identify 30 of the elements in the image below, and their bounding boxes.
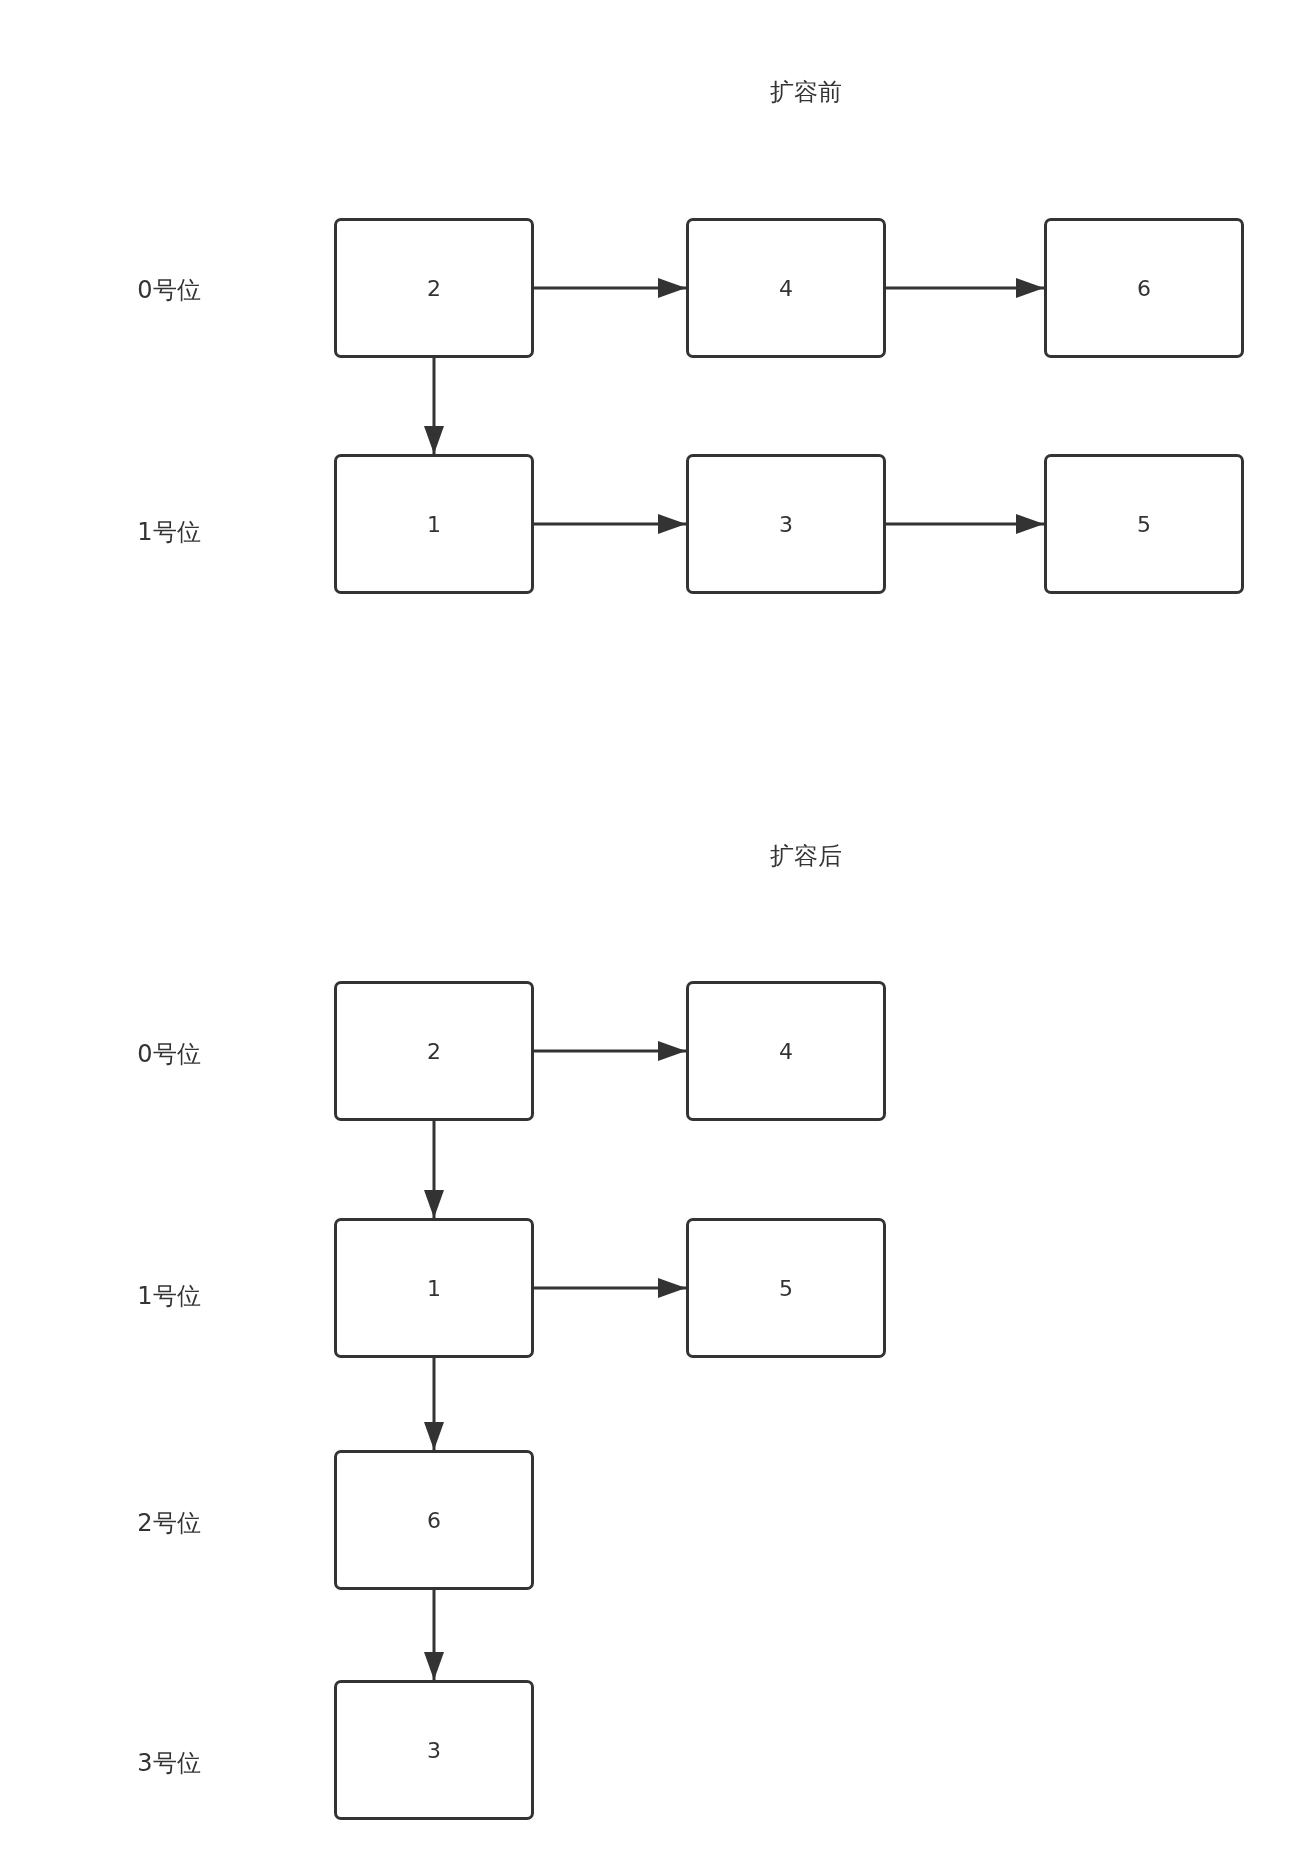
process-box: 3	[686, 454, 886, 594]
process-box: 5	[686, 1218, 886, 1358]
arrow	[424, 1121, 444, 1218]
arrow	[534, 1041, 686, 1061]
arrow	[424, 1358, 444, 1450]
arrow	[534, 278, 686, 298]
row-label: 1号位	[137, 1281, 201, 1312]
process-box: 2	[334, 981, 534, 1121]
row-label: 3号位	[137, 1748, 201, 1779]
arrow	[424, 1590, 444, 1680]
row-label: 0号位	[137, 275, 201, 306]
row-label: 0号位	[137, 1039, 201, 1070]
row-label: 2号位	[137, 1508, 201, 1539]
arrow	[534, 514, 686, 534]
row-label: 1号位	[137, 517, 201, 548]
arrow	[886, 514, 1044, 534]
process-box: 4	[686, 218, 886, 358]
arrow	[886, 278, 1044, 298]
process-box: 6	[1044, 218, 1244, 358]
process-box: 2	[334, 218, 534, 358]
heading: 扩容后	[770, 841, 842, 872]
process-box: 1	[334, 1218, 534, 1358]
process-box: 5	[1044, 454, 1244, 594]
process-box: 3	[334, 1680, 534, 1820]
process-box: 6	[334, 1450, 534, 1590]
process-box: 1	[334, 454, 534, 594]
heading: 扩容前	[770, 77, 842, 108]
arrow	[534, 1278, 686, 1298]
process-box: 4	[686, 981, 886, 1121]
arrow	[424, 358, 444, 454]
